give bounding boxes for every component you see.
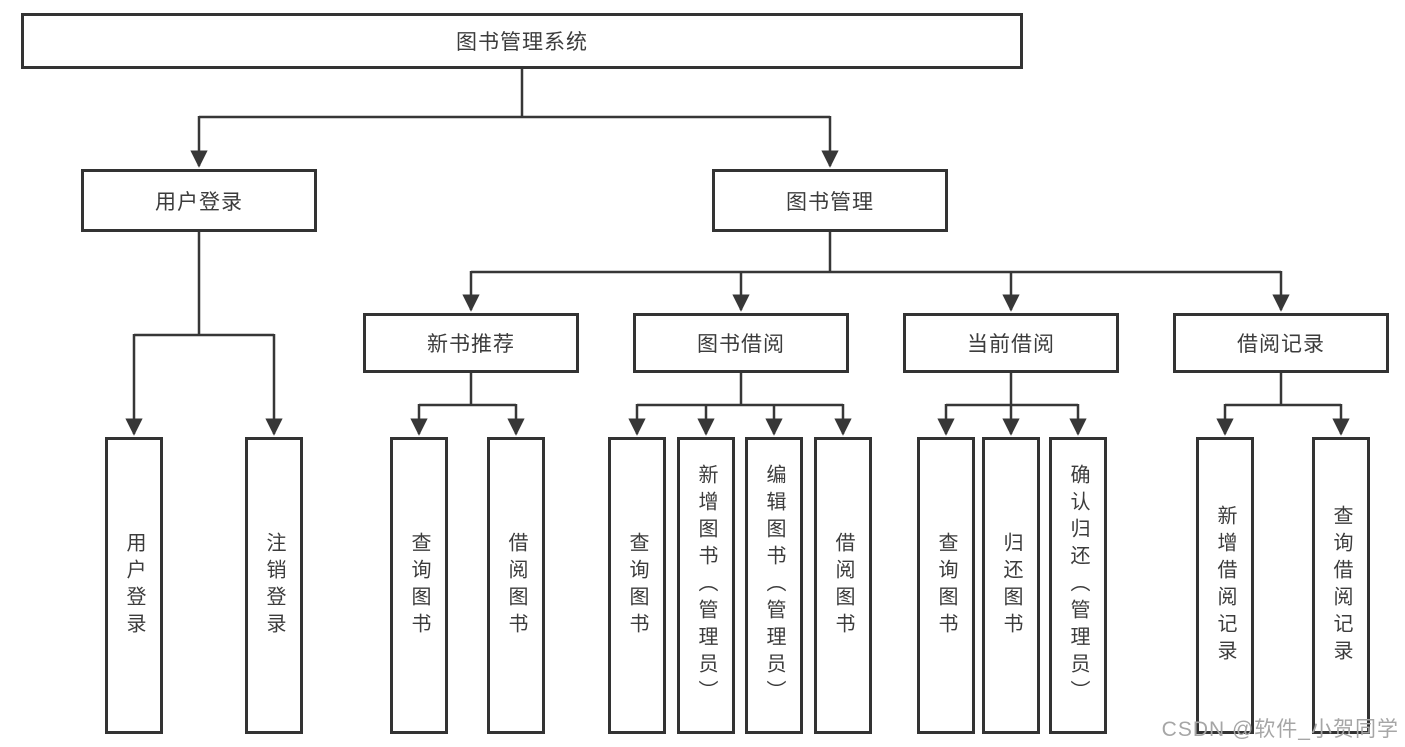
node-book-borrowing: 图书借阅: [633, 313, 849, 373]
node-borrow-records: 借阅记录: [1173, 313, 1389, 373]
leaf-query-borrow-record: 查询借阅记录: [1312, 437, 1370, 734]
leaf-add-borrow-record: 新增借阅记录: [1196, 437, 1254, 734]
csdn-watermark: CSDN @软件_小贺同学: [1161, 718, 1399, 741]
leaf-query-books-borrowing: 查询图书: [608, 437, 666, 734]
node-new-book-recommend: 新书推荐: [363, 313, 579, 373]
leaf-user-login: 用户登录: [105, 437, 163, 734]
leaf-return-books: 归还图书: [982, 437, 1040, 734]
leaf-query-books-recommend: 查询图书: [390, 437, 448, 734]
node-current-borrowing: 当前借阅: [903, 313, 1119, 373]
leaf-query-books-current: 查询图书: [917, 437, 975, 734]
leaf-logout: 注销登录: [245, 437, 303, 734]
node-user-login: 用户登录: [81, 169, 317, 232]
leaf-add-books-admin: 新增图书（管理员）: [677, 437, 735, 734]
node-book-management: 图书管理: [712, 169, 948, 232]
leaf-edit-books-admin: 编辑图书（管理员）: [745, 437, 803, 734]
leaf-borrow-books-recommend: 借阅图书: [487, 437, 545, 734]
leaf-confirm-return-admin: 确认归还（管理员）: [1049, 437, 1107, 734]
node-library-management-system: 图书管理系统: [21, 13, 1023, 69]
leaf-borrow-books-borrowing: 借阅图书: [814, 437, 872, 734]
